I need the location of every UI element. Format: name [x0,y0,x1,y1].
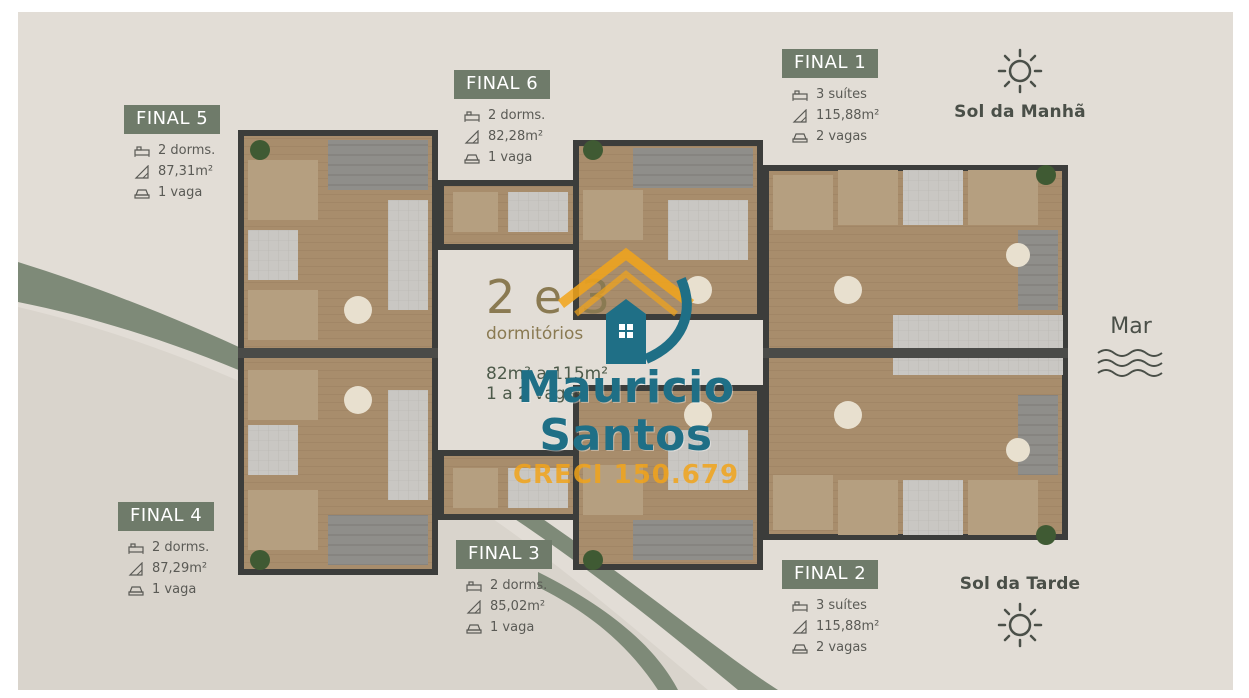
final-3-parking: 1 vaga [456,617,552,638]
bed-icon [792,600,808,612]
afternoon-sun-marker: Sol da Tarde [950,574,1090,648]
final-5-tag: FINAL 5 [124,105,221,134]
final-3-area: 85,02m² [456,596,552,617]
final-6-parking: 1 vaga [454,147,550,168]
final-4-tag: FINAL 4 [118,502,215,531]
summary-area-range: 82m² a 115m² [486,364,609,384]
sea-label: Mar [1110,314,1152,339]
bed-icon [128,542,144,554]
final-4-parking: 1 vaga [118,579,214,600]
afternoon-sun-label: Sol da Tarde [959,574,1081,594]
sea-marker: Mar [1086,314,1176,381]
waves-icon [1097,349,1163,377]
summary-bedrooms-label: dormitórios [486,324,584,344]
final-3-card: FINAL 3 2 dorms. 85,02m² 1 vaga [456,540,553,638]
final-1-tag: FINAL 1 [782,49,879,78]
car-icon [134,188,150,199]
final-5-area: 87,31m² [124,161,220,182]
final-2-rooms: 3 suítes [782,595,879,616]
morning-sun-marker: Sol da Manhã [950,48,1090,122]
car-icon [792,132,808,143]
final-4-rooms: 2 dorms. [118,537,214,558]
final-2-parking: 2 vagas [782,637,879,658]
sun-icon [997,48,1043,94]
final-1-area: 115,88m² [782,105,879,126]
car-icon [464,153,480,164]
final-1-parking: 2 vagas [782,126,879,147]
car-icon [466,623,482,634]
final-2-area: 115,88m² [782,616,879,637]
final-2-tag: FINAL 2 [782,560,879,589]
ruler-triangle-icon [792,108,807,123]
final-2-card: FINAL 2 3 suítes 115,88m² 2 vagas [782,560,879,658]
ruler-triangle-icon [466,599,481,614]
final-6-tag: FINAL 6 [454,70,551,99]
bed-icon [134,145,150,157]
ruler-triangle-icon [128,561,143,576]
sun-icon [997,602,1043,648]
realtor-name: Mauricio Santos [517,362,735,461]
floor-plan-drawing [238,130,1068,575]
final-1-card: FINAL 1 3 suítes 115,88m² 2 vagas [782,49,879,147]
final-6-rooms: 2 dorms. [454,105,550,126]
house-logo-icon [557,247,695,364]
realtor-creci: CRECI 150.679 [512,460,740,490]
final-1-rooms: 3 suítes [782,84,879,105]
bed-icon [466,580,482,592]
final-3-tag: FINAL 3 [456,540,553,569]
summary-parking: 1 a 2 vagas [486,384,585,404]
floor-plan-sheet: 2 e 3 dormitórios 82m² a 115m² 1 a 2 vag… [18,12,1233,690]
final-6-card: FINAL 6 2 dorms. 82,28m² 1 vaga [454,70,551,168]
unit-summary: 2 e 3 dormitórios 82m² a 115m² 1 a 2 vag… [486,270,656,404]
ruler-triangle-icon [792,619,807,634]
final-5-rooms: 2 dorms. [124,140,220,161]
bed-icon [792,89,808,101]
ruler-triangle-icon [464,129,479,144]
final-6-area: 82,28m² [454,126,550,147]
final-4-card: FINAL 4 2 dorms. 87,29m² 1 vaga [118,502,215,600]
final-5-parking: 1 vaga [124,182,220,203]
ruler-triangle-icon [134,164,149,179]
car-icon [128,585,144,596]
bed-icon [464,110,480,122]
final-4-area: 87,29m² [118,558,214,579]
realtor-watermark: Mauricio Santos CRECI 150.679 [436,244,816,490]
final-5-card: FINAL 5 2 dorms. 87,31m² 1 vaga [124,105,221,203]
morning-sun-label: Sol da Manhã [954,102,1086,122]
final-3-rooms: 2 dorms. [456,575,552,596]
car-icon [792,643,808,654]
